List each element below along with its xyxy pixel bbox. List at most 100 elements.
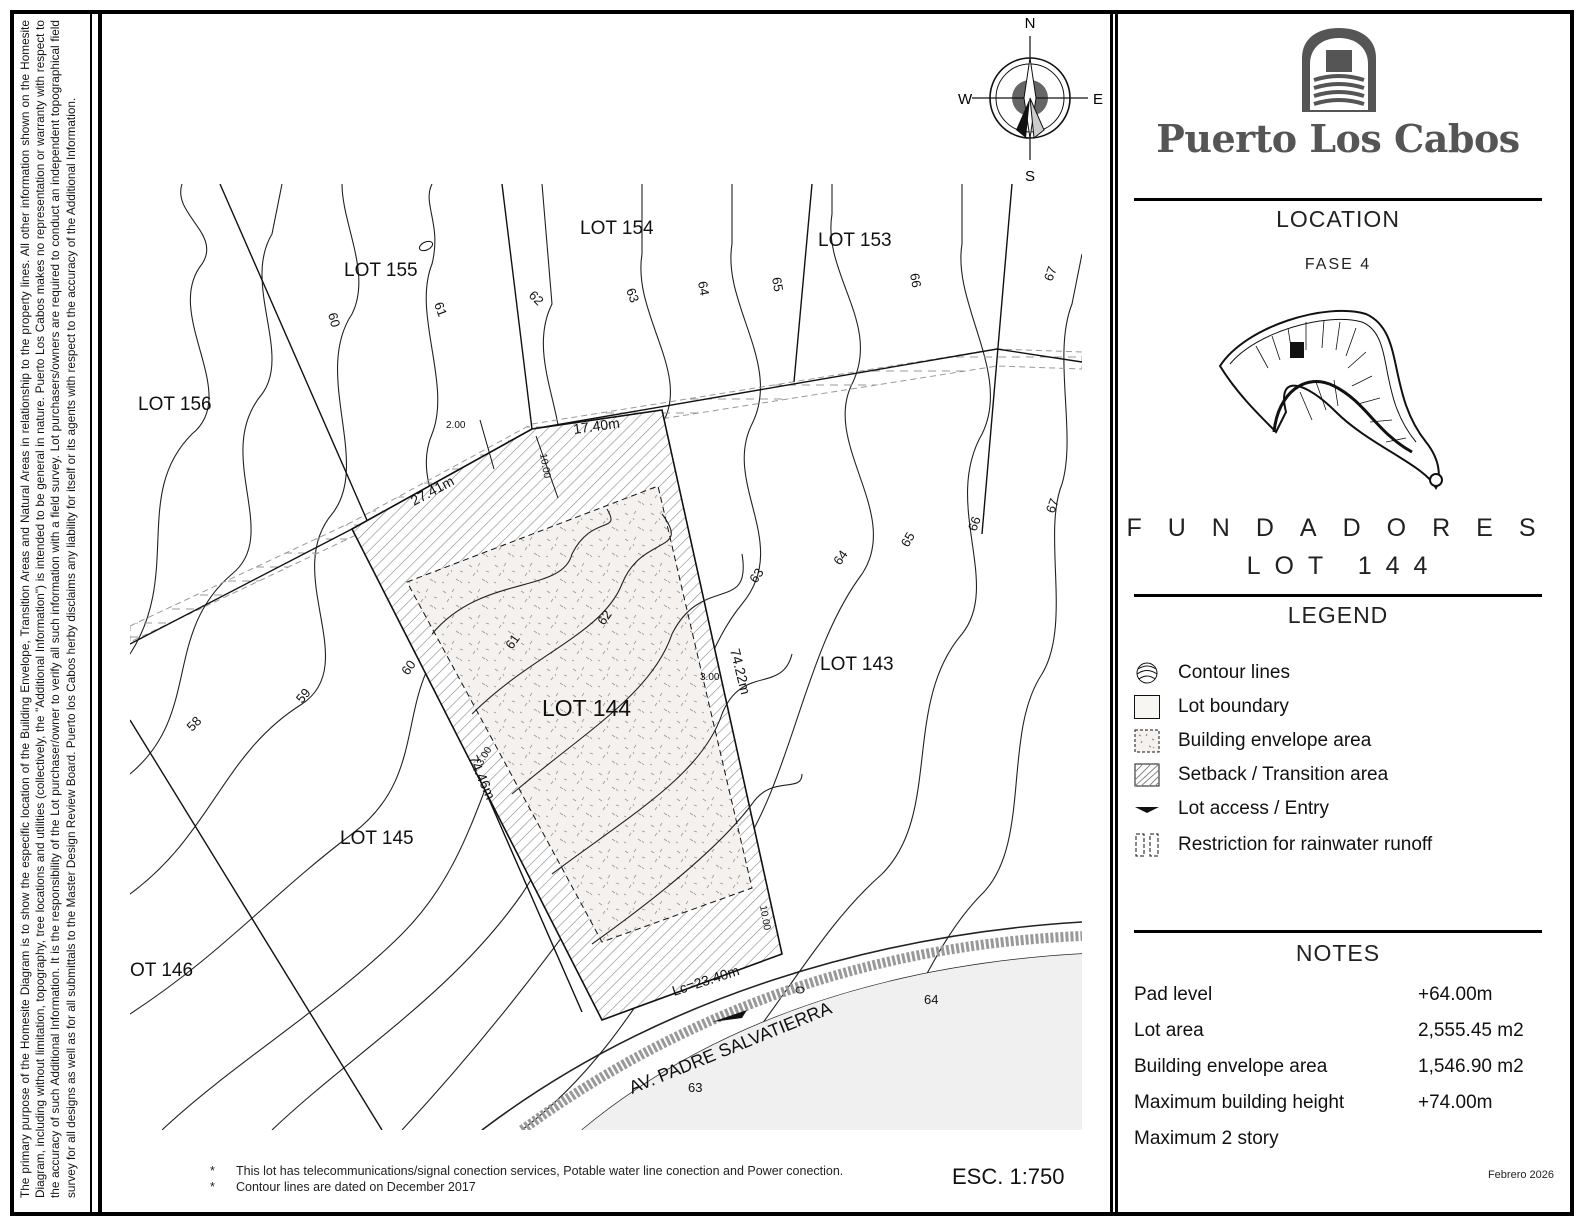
contour-label-60: 60	[398, 657, 419, 677]
contour-label-62-top: 62	[526, 288, 547, 309]
phase-label: FASE 4	[1304, 256, 1372, 273]
brand-logo-text: Puerto Los Cabos	[1156, 116, 1520, 161]
rainwater-restriction-band	[130, 348, 1082, 643]
contour-label-65: 65	[898, 529, 918, 549]
lot-154-label: LOT 154	[580, 218, 654, 239]
contour-label-58: 58	[184, 713, 205, 734]
panel-divider	[1110, 14, 1118, 1212]
map-scale: ESC. 1:750	[952, 1164, 1065, 1189]
section-rule	[1134, 198, 1542, 201]
lot-155-label: LOT 155	[344, 260, 418, 281]
note-max-stories: Maximum 2 story	[1134, 1128, 1544, 1158]
setback-hatch-swatch	[1134, 763, 1160, 787]
dimension-setback-top: 10.00	[537, 453, 552, 480]
contour-label-65-top: 65	[769, 276, 786, 293]
legend-item-rainwater: Restriction for rainwater runoff	[1134, 830, 1432, 860]
lot-144-label: LOT 144	[542, 695, 631, 721]
contour-label-64: 64	[830, 547, 851, 567]
note-building-envelope-area: Building envelope area 1,546.90 m2	[1134, 1056, 1544, 1086]
footnote-contours: Contour lines are dated on December 2017	[236, 1179, 476, 1194]
entry-arrow-icon	[1135, 807, 1159, 813]
disclaimer-strip	[14, 14, 102, 1212]
sheet-frame	[10, 10, 1574, 1216]
note-label: Pad level	[1134, 984, 1213, 1005]
contour-label-64-top: 64	[695, 280, 712, 297]
envelope-contours	[431, 508, 803, 945]
lot-144-building-envelope	[406, 485, 753, 943]
lot-153-label: LOT 153	[818, 230, 892, 251]
contour-label-63-top: 63	[623, 286, 642, 305]
section-rule	[1134, 930, 1542, 933]
sheet-date: Febrero 2026	[1487, 1169, 1554, 1181]
note-value: +64.00m	[1418, 984, 1493, 1005]
road-surface	[582, 954, 1082, 1130]
contour-label-64-road: 64	[924, 992, 938, 1007]
legend-label: Setback / Transition area	[1178, 764, 1389, 785]
road-edge-outer	[481, 921, 1082, 1130]
contour-label-59: 59	[293, 685, 314, 706]
location-key-map	[1218, 310, 1443, 490]
location-title: LOCATION	[1276, 206, 1400, 232]
note-label: Maximum building height	[1134, 1092, 1345, 1113]
note-pad-level: Pad level +64.00m	[1134, 984, 1544, 1014]
tree-marker	[795, 986, 805, 994]
north-arrow-compass: N S E W	[958, 15, 1103, 185]
contour-lines-icon	[1136, 662, 1158, 684]
legend-label: Lot access / Entry	[1178, 798, 1330, 819]
legend-item-setback: Setback / Transition area	[1134, 760, 1388, 790]
rainwater-restriction-icon	[1135, 833, 1159, 857]
legend-item-access: Lot access / Entry	[1134, 794, 1329, 824]
compass-west-label: W	[958, 91, 973, 108]
legend-title: LEGEND	[1287, 602, 1389, 628]
setback-top-dimension-line	[535, 435, 559, 499]
note-label: Building envelope area	[1134, 1056, 1328, 1077]
footnote-bullet: *	[210, 1179, 215, 1194]
contour-label-67-top: 67	[1041, 264, 1060, 283]
contour-label-63-road: 63	[688, 1080, 702, 1095]
note-label: Maximum 2 story	[1134, 1128, 1279, 1149]
title-block: Puerto Los Cabos LOCATION FASE 4 FUNDADO…	[1118, 14, 1570, 1212]
lot-144-key-highlight	[1290, 342, 1304, 358]
development-name: FUNDADORES	[1126, 514, 1562, 542]
site-plan-drawing: N S E W	[130, 15, 1103, 1130]
dimension-offset-top: 2.00	[446, 420, 466, 431]
contour-label-61-top: 61	[431, 300, 450, 319]
note-value: 1,546.90 m2	[1418, 1056, 1524, 1077]
map-footnotes: * This lot has telecommunications/signal …	[210, 1164, 843, 1195]
footnote-bullet: *	[210, 1164, 215, 1178]
contour-label-66: 66	[965, 514, 984, 533]
building-envelope-swatch	[1134, 729, 1160, 753]
note-value: +74.00m	[1418, 1092, 1493, 1113]
note-max-height: Maximum building height +74.00m	[1134, 1092, 1544, 1122]
puerto-los-cabos-logo-icon	[1302, 28, 1376, 112]
lot-143-label: LOT 143	[820, 654, 894, 675]
legend-item-lot-boundary: Lot boundary	[1134, 692, 1289, 722]
compass-south-label: S	[1025, 168, 1035, 185]
lot-title: LOT 144	[1246, 552, 1442, 580]
dimension-top-right: 17.40m	[572, 415, 620, 437]
lot-access-entry-arrow	[712, 1010, 747, 1022]
tree-marker-2	[418, 240, 434, 252]
contour-label-60-top: 60	[325, 311, 343, 329]
section-rule	[1134, 594, 1542, 597]
dimension-setback-right: 3.00	[700, 672, 720, 683]
lot-145-label: LOT 145	[340, 828, 414, 849]
legend-item-contours: Contour lines	[1134, 658, 1290, 688]
footnote-services: This lot has telecommunications/signal c…	[236, 1164, 844, 1178]
offset-dimension-line	[479, 419, 495, 470]
compass-east-label: E	[1093, 91, 1103, 108]
disclaimer-text: The primary purpose of the Homesite Diag…	[18, 20, 78, 1198]
dimension-setback-bottom: 10.00	[757, 905, 772, 932]
note-value: 2,555.45 m2	[1418, 1020, 1524, 1041]
contour-label-61: 61	[502, 631, 523, 651]
legend-label: Contour lines	[1178, 662, 1290, 683]
lot-146-label: OT 146	[130, 960, 193, 981]
lot-boundary-swatch	[1134, 695, 1160, 719]
dimension-right-side: 74.22m	[727, 647, 754, 696]
notes-title: NOTES	[1295, 940, 1381, 966]
contour-label-63: 63	[746, 565, 767, 585]
contour-label-62: 62	[594, 607, 615, 627]
legend-label: Restriction for rainwater runoff	[1178, 834, 1433, 855]
contour-label-66-top: 66	[907, 272, 924, 289]
